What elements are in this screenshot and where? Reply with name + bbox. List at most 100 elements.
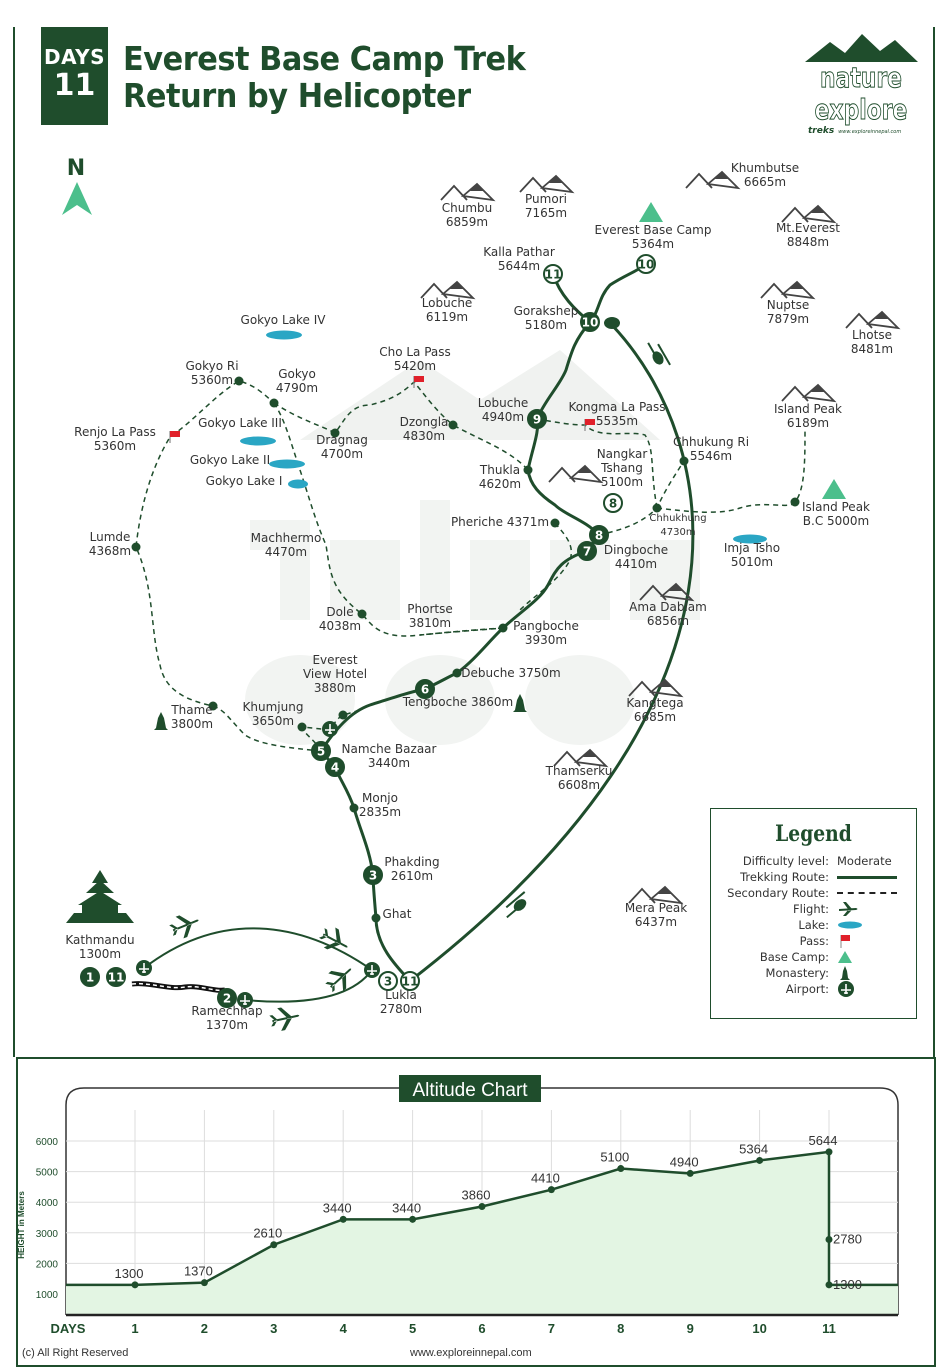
place-label-kathmandu: 1300m <box>79 947 121 961</box>
mountain-icon <box>440 182 496 202</box>
day-marker: 11 <box>543 264 563 284</box>
place-label-ebc: Everest Base Camp <box>595 223 712 237</box>
village-dot-icon <box>357 609 367 619</box>
day-number: 11 <box>545 268 562 282</box>
day-number: 11 <box>108 971 125 985</box>
place-label-phortse: 3810m <box>409 616 451 630</box>
place-label-gorakshep: 5180m <box>525 318 567 332</box>
village-dot-icon <box>452 668 462 678</box>
helicopter-route <box>409 323 695 983</box>
village-dot-icon <box>523 465 533 475</box>
place-label-gokyo-ri: 5360m <box>191 373 233 387</box>
place-label-lukla: Lukla <box>385 988 417 1002</box>
altitude-point <box>339 1215 347 1223</box>
legend-row: Base Camp: <box>711 949 916 965</box>
place-label-lobuche-peak: 6119m <box>426 310 468 324</box>
y-tick-label: 1000 <box>36 1290 59 1301</box>
altitude-point <box>825 1281 833 1289</box>
place-label-kangtega: 6685m <box>634 710 676 724</box>
place-label-evh: 3880m <box>314 681 356 695</box>
place-label-thukla: 4620m <box>479 477 521 491</box>
place-label-pangboche: Pangboche <box>513 619 579 633</box>
place-label-nangkar: Tshang <box>600 461 643 475</box>
monastery-icon <box>513 694 527 712</box>
altitude-point <box>131 1281 139 1289</box>
altitude-value-label: 4940 <box>670 1154 699 1169</box>
village-dot-icon <box>208 701 218 711</box>
place-label-pumori: 7165m <box>525 206 567 220</box>
footer-url[interactable]: www.exploreinnepal.com <box>410 1347 532 1359</box>
x-tick-label: 5 <box>409 1321 416 1336</box>
legend-row: Monastery: <box>711 965 916 981</box>
y-tick-label: 2000 <box>36 1259 59 1270</box>
trekking-route <box>319 262 648 983</box>
x-tick-label: 4 <box>340 1321 348 1336</box>
x-tick-label: 3 <box>270 1321 277 1336</box>
place-label-lobuche: 4940m <box>482 410 524 424</box>
mountain-icon <box>639 582 695 602</box>
legend-row: Lake: <box>711 917 916 933</box>
place-label-ramechhap: Ramechhap <box>191 1004 262 1018</box>
place-label-chhukhung: 4730m <box>660 527 695 538</box>
lake-icon <box>269 459 305 469</box>
place-label-kalapathar: Kalla Pathar <box>483 245 555 259</box>
day-marker: 8 <box>603 493 623 513</box>
place-label-gokyo-lake-4: Gokyo Lake IV <box>241 313 327 327</box>
place-label-gokyo: 4790m <box>276 381 318 395</box>
place-label-dingboche: Dingboche <box>604 543 668 557</box>
mountain-icon <box>519 174 575 194</box>
place-label-thame: Thame <box>170 703 212 717</box>
place-label-nangkar: Nangkar <box>597 447 648 461</box>
place-label-gokyo-lake-1: Gokyo Lake I <box>206 474 283 488</box>
altitude-value-label: 2780 <box>833 1232 862 1247</box>
place-label-phakding: Phakding <box>384 855 439 869</box>
mountain-icon <box>760 280 816 300</box>
altitude-value-label: 3860 <box>462 1187 491 1202</box>
place-label-mera: 6437m <box>635 915 677 929</box>
day-marker: 5 <box>311 741 331 761</box>
altitude-point <box>547 1186 555 1194</box>
place-label-pheriche: Pheriche 4371m <box>451 515 549 529</box>
chart-title-box <box>399 1075 541 1102</box>
place-label-chhukung-ri: Chhukung Ri <box>673 435 749 449</box>
place-label-amadablam: 6856m <box>647 614 689 628</box>
x-tick-label: 6 <box>478 1321 485 1336</box>
flight-route-kathmandu <box>143 927 373 971</box>
day-number: 11 <box>402 975 419 989</box>
place-label-chumbu: 6859m <box>446 215 488 229</box>
altitude-value-label: 3440 <box>323 1200 352 1215</box>
place-label-khumbutse: 6665m <box>744 175 786 189</box>
place-label-evh: View Hotel <box>303 667 367 681</box>
place-label-nuptse: 7879m <box>767 312 809 326</box>
altitude-value-label: 5364 <box>739 1141 768 1156</box>
altitude-point <box>686 1169 694 1177</box>
legend-key: Pass: <box>799 934 829 948</box>
place-label-nuptse: Nuptse <box>767 298 810 312</box>
title-line2: Return by Helicopter <box>123 76 471 115</box>
airport-icon <box>237 992 253 1008</box>
secondary-route <box>135 380 322 752</box>
place-label-khumjung: 3650m <box>252 714 294 728</box>
legend-row: Secondary Route: <box>711 885 916 901</box>
place-label-kalapathar: 5644m <box>498 259 540 273</box>
base-camp-tent-icon <box>822 479 846 499</box>
legend-tent-icon <box>837 950 907 964</box>
place-label-evh: Everest <box>312 653 357 667</box>
place-label-chhukhung: Chhukhung <box>649 513 706 524</box>
days-badge: DAYS 11 <box>41 27 108 125</box>
secondary-route <box>419 627 504 636</box>
place-label-dingboche: 4410m <box>615 557 657 571</box>
altitude-value-label: 3440 <box>392 1200 421 1215</box>
place-label-kongmala: 5535m <box>596 414 638 428</box>
day-number: 3 <box>369 869 377 883</box>
legend-row: Trekking Route: <box>711 869 916 885</box>
place-label-island-peak: 6189m <box>787 416 829 430</box>
mountain-icon <box>628 678 684 698</box>
place-label-kongmala: Kongma La Pass <box>568 400 665 414</box>
place-label-pangboche: 3930m <box>525 633 567 647</box>
north-arrow: N <box>62 156 92 215</box>
y-tick-label: 3000 <box>36 1229 59 1240</box>
days-label: DAYS <box>43 45 106 69</box>
village-dot-icon <box>338 710 348 720</box>
